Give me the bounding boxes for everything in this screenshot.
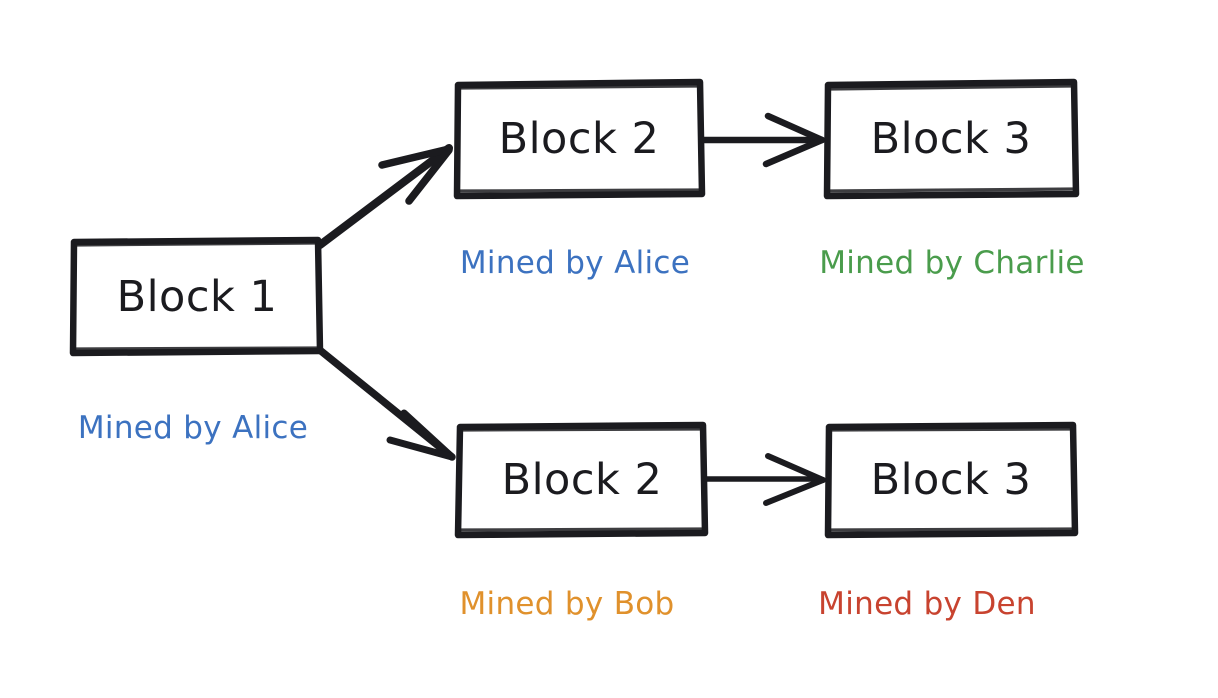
miner-label-block-2-top: Mined by Alice: [459, 245, 691, 281]
arrow-block1-to-block2-top: [316, 144, 453, 249]
miner-label-block-1: Mined by Alice: [77, 410, 309, 446]
miner-label-block-2-bottom: Mined by Bob: [459, 586, 675, 622]
arrow-block2-to-block3-bottom: [703, 453, 826, 506]
arrow-block2-to-block3-top: [699, 112, 826, 168]
block-3-top-outline[interactable]: [823, 78, 1080, 200]
block-1-outline[interactable]: [69, 236, 324, 357]
miner-label-block-3-bottom: Mined by Den: [818, 586, 1036, 622]
miner-label-block-3-top: Mined by Charlie: [819, 245, 1085, 281]
block-2-top-outline[interactable]: [453, 78, 706, 200]
arrow-block1-to-block2-bottom: [317, 347, 456, 461]
block-2-bottom-outline[interactable]: [454, 421, 709, 539]
block-3-bottom-outline[interactable]: [824, 421, 1079, 539]
